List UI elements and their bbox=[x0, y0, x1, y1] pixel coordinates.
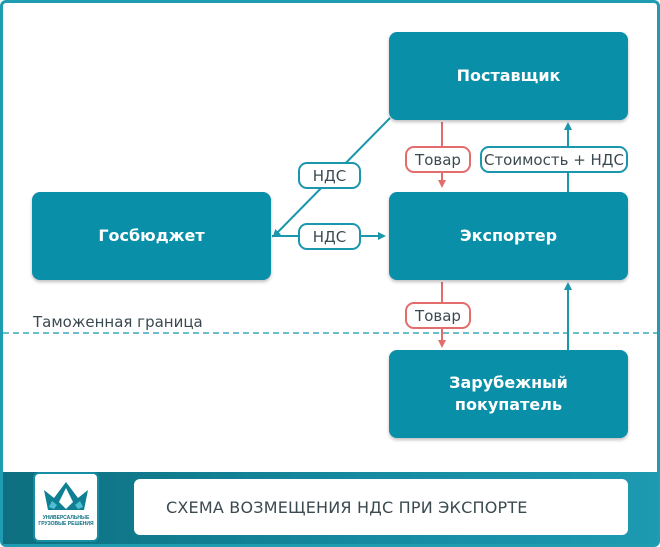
node-foreign-buyer: Зарубежный покупатель bbox=[389, 350, 628, 438]
label-cost-vat: Стоимость + НДС bbox=[480, 146, 628, 173]
label-goods-exporter-to-buyer: Товар bbox=[405, 302, 471, 329]
crown-logo-icon bbox=[44, 482, 88, 510]
label-vat-budget-to-exporter-text: НДС bbox=[312, 227, 347, 246]
label-cost-vat-text: Стоимость + НДС bbox=[483, 150, 625, 169]
label-goods-supplier-to-exporter: Товар bbox=[405, 146, 471, 173]
logo-text: УНИВЕРСАЛЬНЫЕ ГРУЗОВЫЕ РЕШЕНИЯ bbox=[38, 515, 94, 527]
company-logo: УНИВЕРСАЛЬНЫЕ ГРУЗОВЫЕ РЕШЕНИЯ bbox=[33, 472, 99, 542]
node-exporter-label: Экспортер bbox=[459, 226, 558, 245]
label-vat-supplier-to-budget: НДС bbox=[298, 162, 361, 189]
label-vat-supplier-to-budget-text: НДС bbox=[312, 166, 347, 185]
node-budget-label: Госбюджет bbox=[98, 226, 205, 245]
label-vat-budget-to-exporter: НДС bbox=[298, 223, 361, 250]
node-supplier-label: Поставщик bbox=[456, 66, 561, 85]
node-supplier: Поставщик bbox=[389, 32, 628, 120]
customs-border-label: Таможенная граница bbox=[33, 313, 203, 331]
label-goods-supplier-to-exporter-text: Товар bbox=[415, 150, 461, 169]
label-goods-exporter-to-buyer-text: Товар bbox=[415, 306, 461, 325]
node-foreign-buyer-label: Зарубежный покупатель bbox=[449, 373, 568, 414]
node-budget: Госбюджет bbox=[32, 192, 271, 280]
node-exporter: Экспортер bbox=[389, 192, 628, 280]
footer-title: СХЕМА ВОЗМЕЩЕНИЯ НДС ПРИ ЭКСПОРТЕ bbox=[134, 479, 628, 535]
